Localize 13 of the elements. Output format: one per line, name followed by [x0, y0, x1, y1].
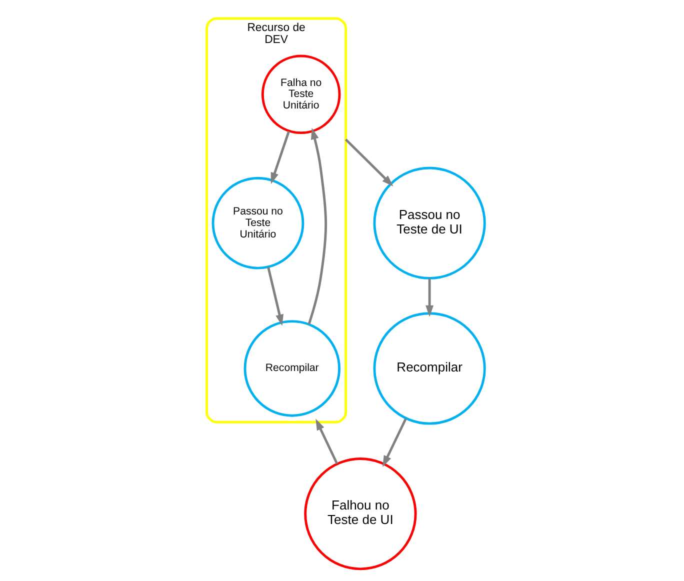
arrow — [344, 138, 393, 186]
node-circle: Falhou no Teste de UI — [304, 458, 416, 570]
arrow — [266, 266, 283, 326]
arrow — [270, 130, 290, 184]
node-circle: Recompilar — [372, 312, 486, 425]
arrow — [315, 418, 338, 464]
arrow — [382, 418, 406, 468]
node-circle: Passou no Teste Unitário — [211, 176, 304, 270]
arrow — [425, 278, 434, 317]
node-circle: Passou no Teste de UI — [372, 166, 486, 280]
arrow — [307, 128, 327, 325]
node-circle: Recompilar — [243, 320, 340, 417]
node-circle: Falha no Teste Unitário — [260, 54, 340, 134]
